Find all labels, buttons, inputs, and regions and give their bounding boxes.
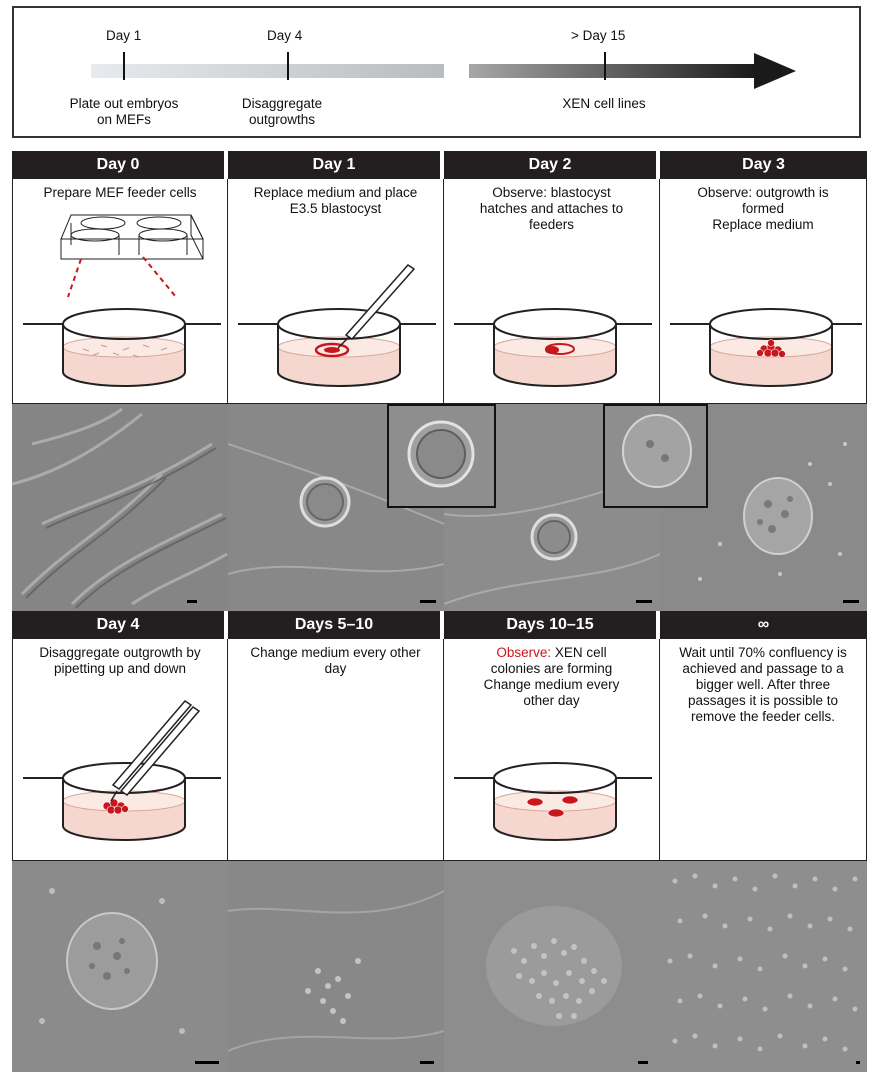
micrograph-confluent — [660, 861, 867, 1072]
step-panel: Observe: blastocyst hatches and attaches… — [444, 179, 660, 404]
timeline-day-label: > Day 15 — [571, 28, 625, 43]
micrograph-feeder-cells — [12, 404, 228, 611]
scale-bar — [636, 600, 652, 603]
step-header: Day 4 — [12, 611, 224, 639]
scale-bar — [187, 600, 197, 603]
dish-illustration — [13, 661, 227, 856]
timeline-note: Disaggregate outgrowths — [222, 96, 342, 128]
step-panel: Replace medium and place E3.5 blastocyst — [228, 179, 444, 404]
step-header: ∞ — [660, 611, 867, 639]
dish-illustration — [444, 661, 658, 856]
scale-bar — [843, 600, 859, 603]
step-header: Day 1 — [228, 151, 440, 179]
dish-illustration — [660, 207, 866, 402]
attached-blastocyst-inset — [603, 404, 708, 508]
scale-bar — [195, 1061, 219, 1064]
timeline-note: Plate out embryos on MEFs — [52, 96, 196, 128]
step-description: Change medium every other day — [228, 639, 443, 677]
timeline-box: Day 1 Day 4 > Day 15 Plate out embryos o… — [12, 6, 861, 138]
step-description: Wait until 70% confluency is achieved an… — [660, 639, 866, 725]
step-panel: Wait until 70% confluency is achieved an… — [660, 639, 867, 861]
dish-illustration — [13, 207, 227, 402]
step-panel: Change medium every other day — [228, 639, 444, 861]
scale-bar — [638, 1061, 648, 1064]
step-panel: Observe: XEN cell colonies are forming C… — [444, 639, 660, 861]
step-description: Prepare MEF feeder cells — [13, 179, 227, 201]
step-header: Days 10–15 — [444, 611, 656, 639]
step-header: Day 3 — [660, 151, 867, 179]
micrograph-xen-colonies — [444, 861, 660, 1072]
timeline-note: XEN cell lines — [544, 96, 664, 112]
dish-illustration — [444, 207, 658, 402]
step-header: Day 0 — [12, 151, 224, 179]
dish-illustration — [228, 207, 442, 402]
scale-bar — [420, 1061, 434, 1064]
timeline-day-label: Day 4 — [267, 28, 302, 43]
observe-label: Observe: — [496, 645, 551, 660]
step-panel: Prepare MEF feeder cells — [12, 179, 228, 404]
step-header: Days 5–10 — [228, 611, 440, 639]
protocol-grid: Day 0 Day 1 Day 2 Day 3 Prepare MEF feed… — [12, 151, 867, 1072]
scale-bar — [856, 1061, 860, 1064]
step-header: Day 2 — [444, 151, 656, 179]
scale-bar — [420, 600, 436, 603]
blastocyst-inset — [387, 404, 496, 508]
micrograph-disaggregated-outgrowth — [12, 861, 228, 1072]
step-panel: Disaggregate outgrowth by pipetting up a… — [12, 639, 228, 861]
micrograph-day5-10 — [228, 861, 444, 1072]
timeline-day-label: Day 1 — [106, 28, 141, 43]
step-panel: Observe: outgrowth is formed Replace med… — [660, 179, 867, 404]
